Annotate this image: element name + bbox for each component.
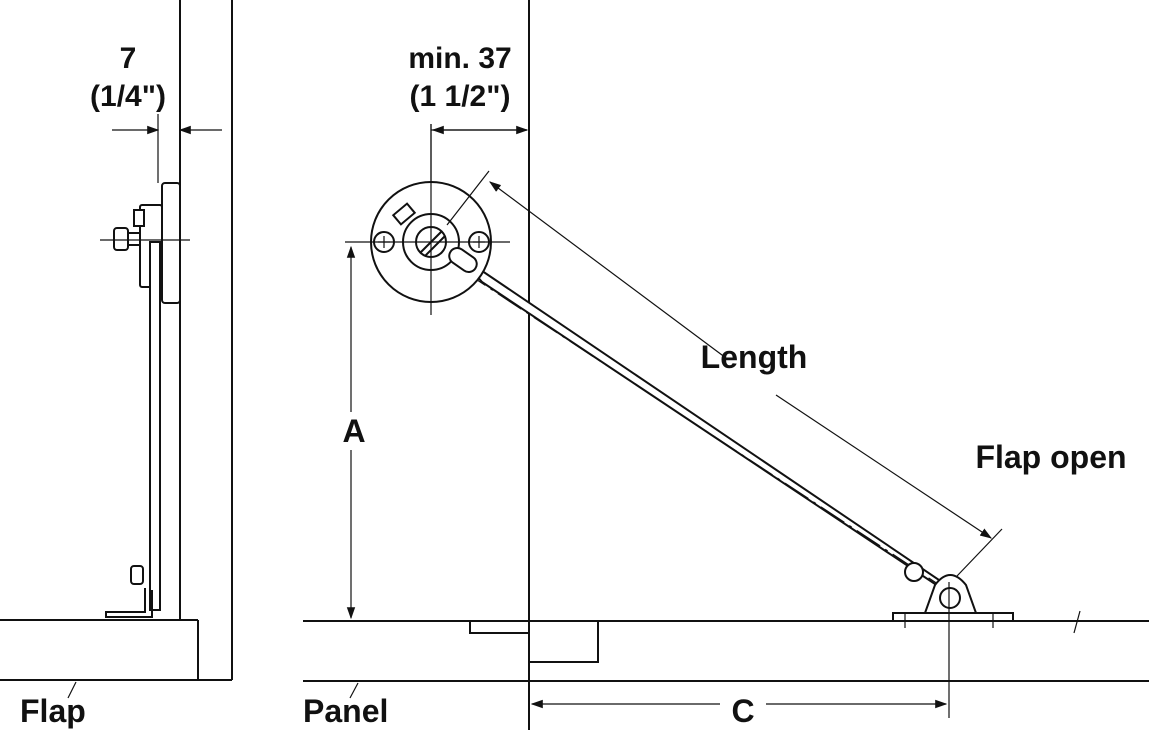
panel-label: Panel [303,693,388,729]
slot-pin [448,246,478,274]
stay-arm [459,255,963,603]
length-label: Length [701,339,808,375]
height-label-a: A [342,413,365,449]
bottom-pin [130,565,144,585]
stay-brake-disc [345,124,510,315]
bracket-tab [133,209,145,227]
bottom-bracket [105,588,153,618]
left-dimension-metric: 7 [120,42,137,75]
flap-open-label: Flap open [975,439,1126,475]
screw-shank [127,232,141,246]
left-side-view: 7 (1/4") Flap [0,0,233,729]
flap-stop [529,620,599,663]
mounting-plate [161,182,181,304]
flap-stop-block [469,621,529,634]
right-front-view: min. 37 (1 1/2") Length Flap open A C Pa… [303,0,1149,730]
min-dimension-metric: min. 37 [408,42,511,75]
flap-label: Flap [20,693,86,729]
stay-arm-side [149,241,161,611]
screw-head [113,227,129,251]
left-dimension-imperial: (1/4") [90,80,166,113]
offset-label-c: C [731,693,754,729]
arm-rivet [904,562,924,582]
flap-pivot-bracket [892,574,1014,718]
min-dimension-imperial: (1 1/2") [410,80,511,113]
